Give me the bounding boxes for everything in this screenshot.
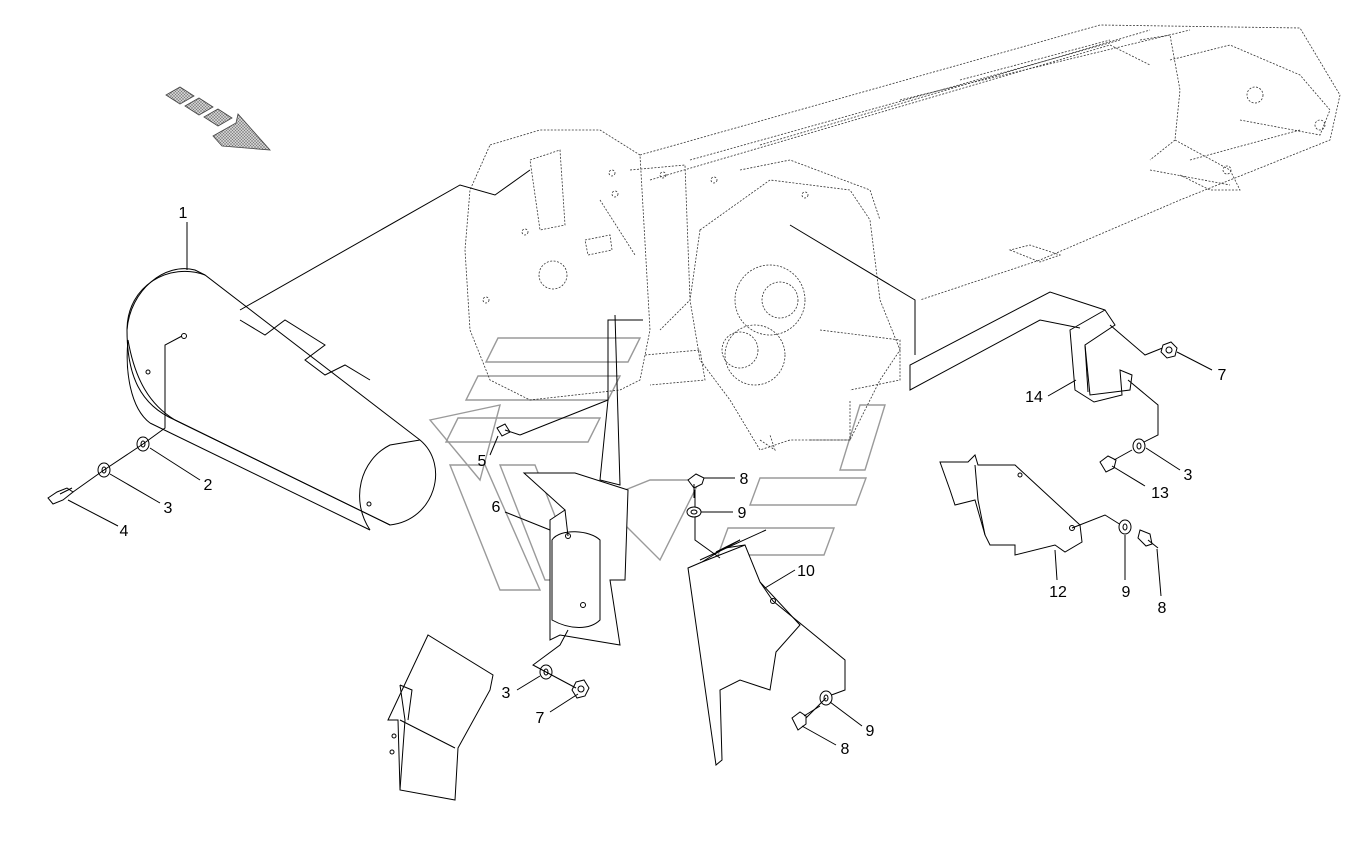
fastener-chain-bottom: [805, 697, 827, 719]
bolt-8-leader-top: [694, 490, 721, 559]
nut-7-right: [1160, 341, 1178, 359]
part-number-10: 10: [797, 563, 815, 580]
bolt-8-right: [1137, 529, 1159, 549]
part-number-9-top: 9: [738, 505, 747, 522]
fastener-chain-left: [72, 443, 144, 493]
washer-9-right: [1118, 519, 1132, 535]
part-number-8-right: 8: [1158, 600, 1167, 617]
bolt-8-top: [687, 473, 705, 498]
travel-direction-arrow-icon: [165, 86, 271, 151]
side-panel-12: [939, 454, 1083, 556]
washer-3-right: [1132, 438, 1146, 454]
bracket-14: [1069, 309, 1133, 403]
panel-12-leader: [1071, 514, 1122, 529]
bracket-14-bolt-leader: [1127, 379, 1159, 446]
part-number-labels: 1 2 3 4 5 6 3 7 8 9 10 9 8 14 7 3 13 12 …: [120, 205, 1227, 758]
side-plate-10: [687, 529, 801, 766]
part-number-3-left: 3: [164, 500, 173, 517]
belt-guard-stepped-edge: [239, 319, 371, 381]
bolt-8-bottom: [791, 705, 821, 731]
part-number-2: 2: [204, 477, 213, 494]
bolt-4: [47, 487, 74, 505]
part-number-4: 4: [120, 523, 129, 540]
belt-guard-leader: [239, 169, 531, 311]
belt-guard: [126, 268, 437, 531]
part-number-6: 6: [492, 499, 501, 516]
cover-6-leader: [532, 629, 569, 673]
bolt-13: [1099, 449, 1133, 473]
part-number-13: 13: [1151, 485, 1169, 502]
label-leaders: [67, 222, 1213, 746]
part-number-9-right: 9: [1122, 584, 1131, 601]
part-number-12: 12: [1049, 584, 1067, 601]
frame-leader-right: [789, 224, 916, 355]
side-cover-6: [522, 472, 629, 646]
part-number-3-mid: 3: [502, 685, 511, 702]
washer-9-top: [686, 506, 702, 518]
nut-7-mid: [571, 679, 590, 699]
fastener-chain-mid: [545, 671, 577, 689]
part-number-14: 14: [1025, 389, 1043, 406]
part-number-7-right: 7: [1218, 367, 1227, 384]
plate-10-leader: [772, 600, 846, 698]
machine-frame: [464, 24, 1341, 451]
bolt-5-leader: [519, 319, 643, 436]
part-number-9-bottom: 9: [866, 723, 875, 740]
bracket-14-leader: [909, 291, 1106, 391]
chute-panel: [387, 634, 494, 801]
watermark-logo: [428, 337, 886, 591]
part-number-3-right: 3: [1184, 467, 1193, 484]
part-number-8-top: 8: [740, 471, 749, 488]
part-number-5: 5: [478, 453, 487, 470]
part-number-8-bottom: 8: [841, 741, 850, 758]
bolt-leader-left: [142, 335, 183, 445]
bolt-5: [496, 423, 521, 437]
plate-edge-mid: [599, 314, 621, 486]
part-number-7-mid: 7: [536, 710, 545, 727]
part-number-1: 1: [179, 205, 188, 222]
